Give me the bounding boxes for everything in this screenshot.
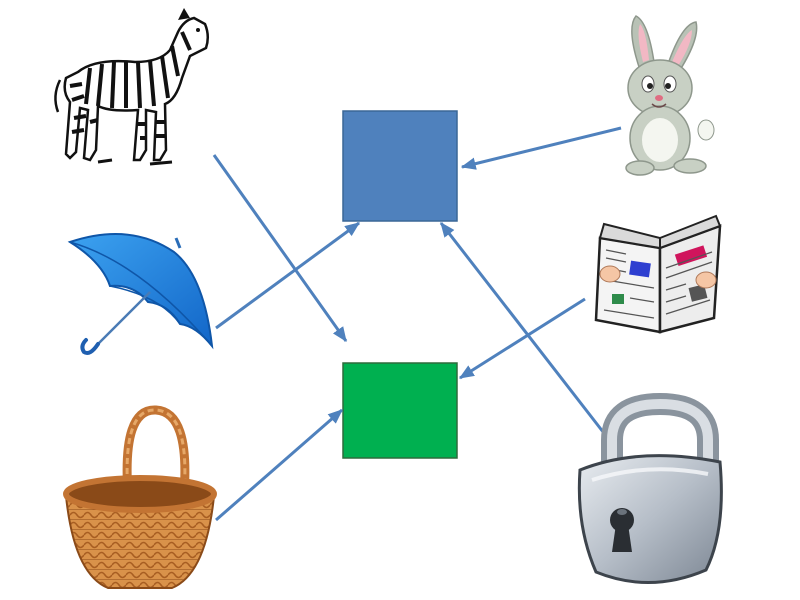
newspaper-icon[interactable] bbox=[594, 214, 722, 334]
basket-icon[interactable] bbox=[63, 405, 217, 589]
rabbit-icon[interactable] bbox=[625, 15, 715, 176]
zebra-icon[interactable] bbox=[54, 8, 209, 166]
arrow-newspaper-to-green bbox=[458, 297, 586, 380]
arrow-umbrella-to-blue bbox=[215, 221, 361, 330]
umbrella-icon[interactable] bbox=[67, 233, 214, 355]
arrow-basket-to-green bbox=[215, 408, 343, 522]
padlock-icon[interactable] bbox=[577, 392, 723, 584]
arrow-padlock-to-blue bbox=[439, 222, 609, 438]
arrow-rabbit-to-blue bbox=[460, 126, 622, 170]
green-square[interactable] bbox=[342, 362, 458, 459]
blue-square[interactable] bbox=[342, 110, 458, 222]
arrows-group bbox=[212, 126, 622, 522]
arrow-zebra-to-green bbox=[212, 154, 348, 343]
